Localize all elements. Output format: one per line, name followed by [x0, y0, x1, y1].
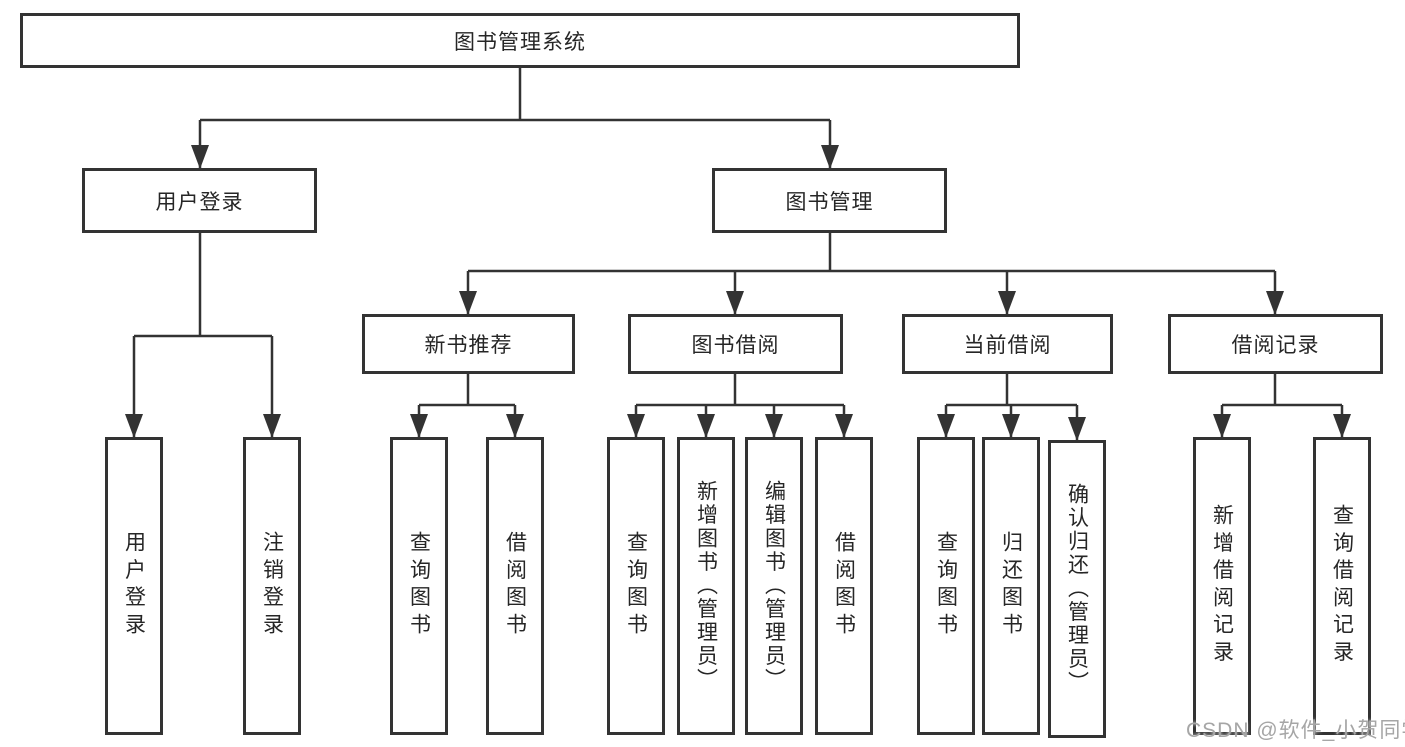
node-new-book-recommend-label: 新书推荐 — [424, 334, 513, 357]
leaf-label: 查询图书 — [934, 531, 958, 641]
node-user-login: 用户登录 — [82, 168, 317, 233]
leaf-label: 查询借阅记录 — [1330, 504, 1354, 668]
leaf-label: 注销登录 — [260, 531, 284, 641]
node-user-login-label: 用户登录 — [155, 190, 244, 214]
node-book-borrow: 图书借阅 — [628, 314, 843, 374]
node-library-system-label: 图书管理系统 — [454, 30, 586, 54]
leaf-label: 借阅图书 — [503, 531, 527, 641]
node-leaf-borrow-books-2: 借阅图书 — [815, 437, 873, 735]
leaf-label: 确认归还（管理员） — [1065, 483, 1089, 695]
node-borrow-records: 借阅记录 — [1168, 314, 1383, 374]
node-book-management: 图书管理 — [712, 168, 947, 233]
node-book-management-label: 图书管理 — [785, 190, 874, 214]
node-book-borrow-label: 图书借阅 — [691, 334, 780, 357]
node-current-borrow: 当前借阅 — [902, 314, 1113, 374]
node-new-book-recommend: 新书推荐 — [362, 314, 575, 374]
node-borrow-records-label: 借阅记录 — [1231, 334, 1320, 357]
leaf-label: 查询图书 — [407, 531, 431, 641]
node-leaf-logout: 注销登录 — [243, 437, 301, 735]
node-leaf-query-books-2: 查询图书 — [607, 437, 665, 735]
node-leaf-query-books-1: 查询图书 — [390, 437, 448, 735]
node-leaf-add-borrow-record: 新增借阅记录 — [1193, 437, 1251, 735]
node-leaf-query-borrow-record: 查询借阅记录 — [1313, 437, 1371, 735]
leaf-label: 新增图书（管理员） — [694, 480, 718, 692]
node-leaf-borrow-books-1: 借阅图书 — [486, 437, 544, 735]
node-leaf-add-book-admin: 新增图书（管理员） — [677, 437, 735, 735]
node-current-borrow-label: 当前借阅 — [963, 334, 1052, 357]
leaf-label: 借阅图书 — [832, 531, 856, 641]
leaf-label: 编辑图书（管理员） — [762, 480, 786, 692]
leaf-label: 用户登录 — [122, 531, 146, 641]
node-leaf-return-books: 归还图书 — [982, 437, 1040, 735]
node-leaf-edit-book-admin: 编辑图书（管理员） — [745, 437, 803, 735]
watermark-text: CSDN @软件_小贺同学 — [1186, 719, 1405, 742]
node-leaf-user-login: 用户登录 — [105, 437, 163, 735]
node-leaf-confirm-return-admin: 确认归还（管理员） — [1048, 440, 1106, 738]
leaf-label: 归还图书 — [999, 531, 1023, 641]
node-library-system: 图书管理系统 — [20, 13, 1020, 68]
node-leaf-query-books-3: 查询图书 — [917, 437, 975, 735]
leaf-label: 新增借阅记录 — [1210, 504, 1234, 668]
leaf-label: 查询图书 — [624, 531, 648, 641]
